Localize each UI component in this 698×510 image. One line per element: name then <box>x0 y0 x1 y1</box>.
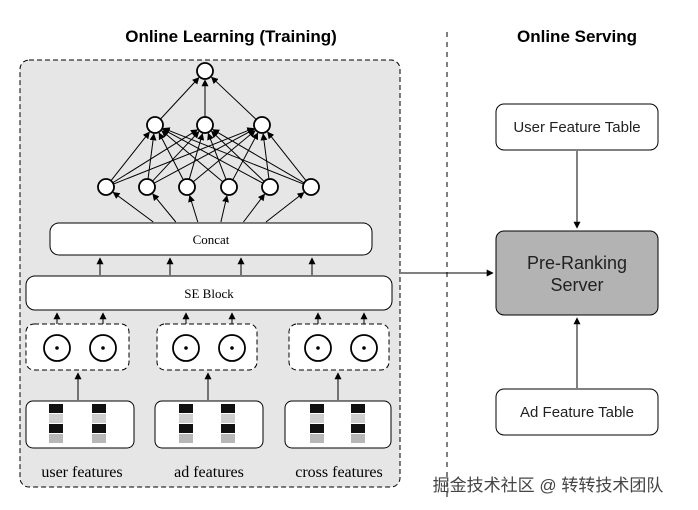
embedding-group-cross <box>288 323 390 371</box>
mlp-node <box>253 116 271 134</box>
mlp-edge <box>211 76 257 120</box>
embedding-group-ad <box>156 323 258 371</box>
pre-ranking-server-label-line1: Pre-Ranking <box>527 253 627 273</box>
mlp-edge <box>112 129 198 184</box>
mlp-node <box>146 116 164 134</box>
mlp-node <box>261 178 279 196</box>
concat-block <box>49 222 373 256</box>
mlp-edge <box>161 130 224 183</box>
mlp-node <box>196 116 214 134</box>
mlp-edges <box>110 76 307 185</box>
mlp-edge <box>267 131 307 182</box>
mlp-node <box>302 178 320 196</box>
feature-box-ad <box>154 400 264 449</box>
mlp-edge <box>207 132 227 180</box>
ad-features-label: ad features <box>174 464 244 481</box>
mlp-edge <box>110 131 150 182</box>
se-block <box>25 275 393 311</box>
training-panel <box>19 59 401 488</box>
concat-arrow <box>152 193 177 223</box>
se-block-label: SE Block <box>184 286 234 301</box>
mlp-edge <box>211 130 265 182</box>
ad-feature-table-label: Ad Feature Table <box>520 404 634 421</box>
watermark: 掘金技术社区 @ 转转技术团队 <box>433 476 664 495</box>
feature-to-embedding-arrows <box>74 372 342 400</box>
concat-arrow <box>188 194 199 223</box>
user-feature-table-box <box>495 103 659 151</box>
pre-ranking-server-box <box>495 230 659 316</box>
se-to-concat-arrows <box>96 257 316 275</box>
mlp-node <box>178 178 196 196</box>
concat-arrow <box>243 193 265 223</box>
mlp-nodes <box>97 62 320 196</box>
user-features-label: user features <box>41 464 122 481</box>
mlp-edge <box>160 77 200 120</box>
mlp-edge <box>147 133 157 180</box>
mlp-edge <box>162 128 264 184</box>
mlp-edge <box>162 127 304 185</box>
mlp-edge <box>192 130 256 183</box>
ad-feature-table-box <box>495 388 659 436</box>
serving-heading: Online Serving <box>517 27 637 46</box>
mlp-node <box>138 178 156 196</box>
concat-to-layer-arrows <box>112 191 305 223</box>
mlp-edge <box>188 132 205 180</box>
embedding-group-user <box>25 323 130 371</box>
concat-arrow <box>220 195 229 223</box>
mlp-node <box>196 62 214 80</box>
concat-arrow <box>265 192 305 223</box>
mlp-edge <box>153 128 255 184</box>
pre-ranking-server-label-line2: Server <box>550 275 603 295</box>
mlp-edge <box>260 133 270 180</box>
mlp-node <box>220 178 238 196</box>
mlp-edge <box>232 132 259 181</box>
feature-box-cross <box>284 400 392 449</box>
mlp-edge <box>158 132 184 181</box>
feature-box-user <box>25 400 135 449</box>
mlp-edge <box>212 129 305 184</box>
concat-arrow <box>112 191 154 223</box>
concat-label: Concat <box>193 232 230 247</box>
training-heading: Online Learning (Training) <box>125 27 337 46</box>
mlp-node <box>97 178 115 196</box>
mlp-edge <box>113 127 255 185</box>
cross-features-label: cross features <box>295 464 383 481</box>
user-feature-table-label: User Feature Table <box>513 119 640 136</box>
